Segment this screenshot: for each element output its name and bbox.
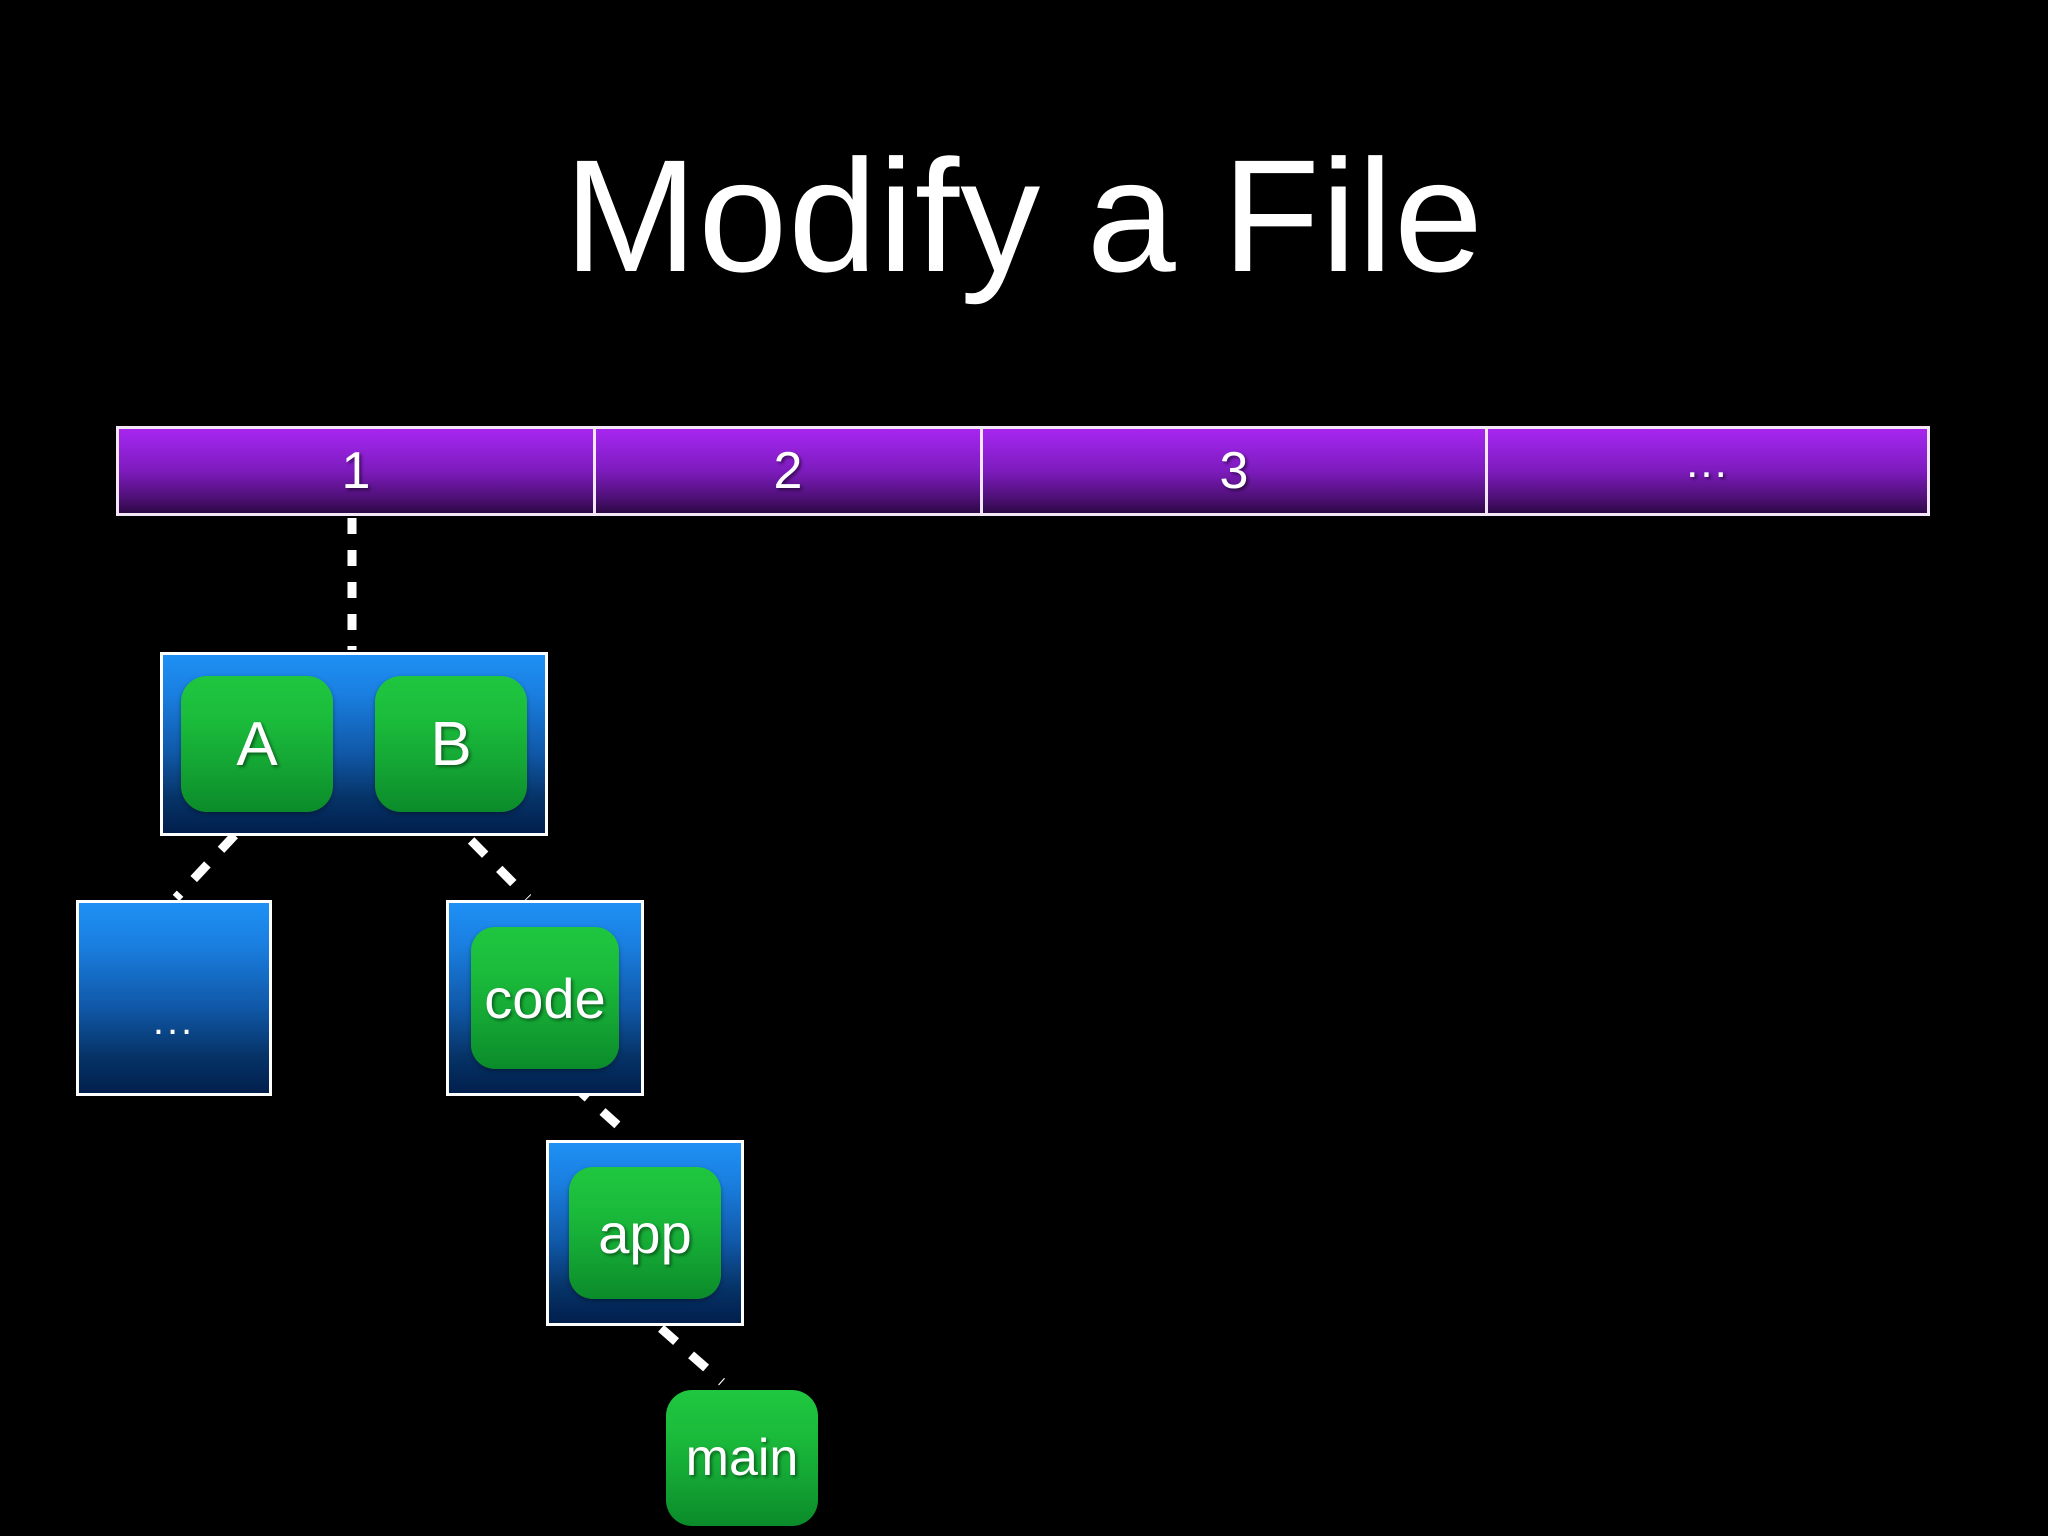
block-cell-2[interactable]: 2 bbox=[593, 429, 980, 513]
file-a-label: A bbox=[236, 709, 278, 779]
block-cell-ellipsis-label: ... bbox=[1686, 438, 1729, 487]
block-cell-1-label: 1 bbox=[341, 442, 371, 500]
directory-ellipsis-label: ... bbox=[152, 998, 196, 1043]
file-code[interactable]: code bbox=[471, 927, 619, 1069]
file-a[interactable]: A bbox=[181, 676, 333, 812]
block-cell-1[interactable]: 1 bbox=[119, 429, 593, 513]
file-b-label: B bbox=[430, 709, 472, 779]
file-main[interactable]: main bbox=[666, 1390, 818, 1526]
file-app[interactable]: app bbox=[569, 1167, 721, 1299]
block-cell-3-label: 3 bbox=[1219, 442, 1249, 500]
page-title: Modify a File bbox=[564, 126, 1484, 305]
block-cell-3[interactable]: 3 bbox=[980, 429, 1485, 513]
directory-app[interactable]: app bbox=[546, 1140, 744, 1326]
block-cell-ellipsis[interactable]: ... bbox=[1485, 429, 1927, 513]
directory-ellipsis[interactable]: ... bbox=[76, 900, 272, 1096]
directory-a-b[interactable]: A B bbox=[160, 652, 548, 836]
directory-code[interactable]: code bbox=[446, 900, 644, 1096]
file-main-label: main bbox=[685, 1429, 799, 1487]
inode-block-bar: 1 2 3 ... bbox=[116, 426, 1930, 516]
file-code-label: code bbox=[484, 966, 606, 1030]
block-cell-2-label: 2 bbox=[773, 442, 803, 500]
file-b[interactable]: B bbox=[375, 676, 527, 812]
file-app-label: app bbox=[598, 1201, 692, 1265]
